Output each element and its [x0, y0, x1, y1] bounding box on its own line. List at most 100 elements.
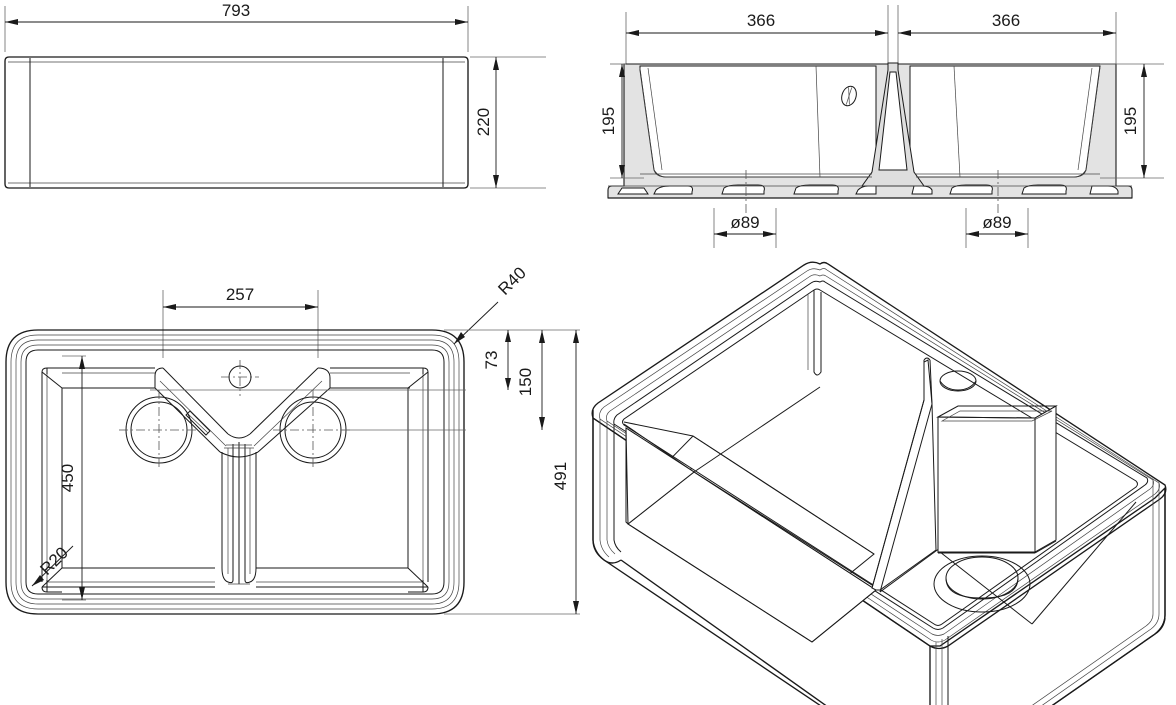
plan-outline-rim-1 [10, 334, 460, 610]
dim-label-195-left: 195 [599, 107, 618, 135]
iso-left-floor-edge-front [627, 523, 813, 643]
front-elevation-view: 793 220 [4, 1, 546, 189]
divider-v [154, 367, 331, 585]
divider-void [878, 71, 908, 171]
iso-right-block-bottom [1034, 540, 1057, 554]
iso-corner-front-mid-4 [947, 636, 949, 705]
iso-outer-edges [592, 418, 1166, 705]
iso-corner-front-mid [929, 646, 931, 705]
base-void [1021, 184, 1067, 195]
iso-bottom-fillet-left [603, 559, 622, 564]
plan-outline-rim-3 [20, 344, 450, 600]
base-void [911, 185, 933, 195]
dim-label-d89-left: ø89 [730, 213, 759, 232]
arrow-head [32, 575, 44, 586]
arrow-head [163, 304, 176, 310]
dim-label-366-right: 366 [992, 11, 1020, 30]
arrow-head [714, 231, 727, 237]
plan-outline-outer [5, 329, 465, 615]
arrow-head [763, 231, 776, 237]
arrow-head [539, 330, 545, 343]
arrow-head [79, 587, 85, 600]
base-void [653, 185, 693, 195]
bowl-floor-left [653, 169, 872, 178]
arrow-head [79, 356, 85, 369]
overflow-hole-icon [841, 85, 857, 107]
dim-label-450: 450 [58, 464, 77, 492]
arrow-head [619, 64, 625, 77]
iso-right-wall-top-inner [940, 410, 1053, 422]
arrow-head [454, 332, 465, 344]
radius-r40-callout: R40 [453, 263, 530, 345]
iso-interior-clean [625, 357, 1137, 643]
arrow-head [573, 601, 579, 614]
iso-back-corner-fillet [813, 290, 822, 376]
divider-arm-left-outer [162, 367, 229, 435]
iso-tap-hole-inner [939, 380, 977, 391]
wall-slope-left [639, 67, 655, 171]
wall-slope-right [1085, 67, 1101, 171]
bowl-corner-tl [41, 367, 62, 373]
spine-cap-right [244, 567, 257, 584]
divider-arm-right-outer [249, 367, 319, 435]
iso-right-side-inner-line [1042, 483, 1160, 705]
bowl-corner-tl-chamfer [41, 371, 63, 389]
arrow-head [1141, 165, 1147, 178]
iso-divider-edge-left [871, 360, 925, 589]
divider-cap-left [154, 367, 164, 388]
arrow-head [505, 330, 511, 342]
plan-view: 257 [5, 263, 580, 615]
arrow-head [1141, 64, 1147, 77]
arrow-head [305, 304, 318, 310]
arrow-head [455, 19, 468, 25]
dim-label-195-right: 195 [1121, 107, 1140, 135]
iso-right-drain [933, 555, 1031, 613]
iso-rim-line-1 [599, 268, 1160, 643]
base-void [793, 184, 839, 195]
dim-label-d89-right: ø89 [982, 213, 1011, 232]
arrow-head [505, 378, 511, 390]
dim-label-r40: R40 [494, 263, 529, 298]
base-void [617, 187, 649, 195]
base-void [949, 184, 993, 195]
iso-right-floor-side-edge [1031, 501, 1137, 625]
drain-left [119, 390, 199, 470]
arrow-head [619, 165, 625, 178]
divider-apex [227, 433, 251, 439]
bowl-cavity-left [639, 65, 877, 178]
radius-r20-callout: R20 [31, 543, 74, 587]
divider-arm-right-mid [253, 380, 323, 447]
arrow-head [1015, 231, 1028, 237]
dim-label-257: 257 [226, 285, 254, 304]
bowl-corner-tr-chamfer [407, 371, 429, 389]
iso-divider-bottom-edge [879, 547, 941, 593]
divider-arm-left-inner [154, 387, 221, 453]
tap-hole [221, 360, 259, 396]
iso-rim-line-2 [606, 274, 1154, 636]
iso-right-side-inner-line-2 [1032, 480, 1154, 705]
cross-section-view: 366 366 [599, 5, 1164, 248]
bowl-corner-bl [41, 586, 62, 593]
iso-corner-front-left-4 [613, 424, 622, 553]
dim-label-220: 220 [474, 108, 493, 136]
bowl-left [41, 367, 215, 593]
elevation-outline [4, 56, 469, 189]
bowl-corner-br-chamfer [407, 567, 429, 588]
iso-left-floor-edge-back [693, 471, 877, 591]
plan-outline-rim-2 [15, 339, 455, 605]
bowl-corner-tr [408, 367, 429, 373]
iso-drain-inner-wall [945, 577, 1019, 599]
bowl-floor-right [916, 169, 1087, 178]
arrow-head [898, 30, 911, 36]
arrow-head [493, 175, 499, 188]
isometric-view [591, 261, 1167, 705]
iso-right-wall-front [937, 416, 1036, 553]
divider-arm-right-inner [257, 387, 331, 453]
arrow-head [5, 19, 18, 25]
plan-outline-inner-edge [25, 349, 445, 595]
base-void [1089, 185, 1119, 195]
iso-right-wall-side [1034, 405, 1057, 553]
base-void [721, 184, 765, 195]
iso-rim-outer [591, 261, 1167, 650]
